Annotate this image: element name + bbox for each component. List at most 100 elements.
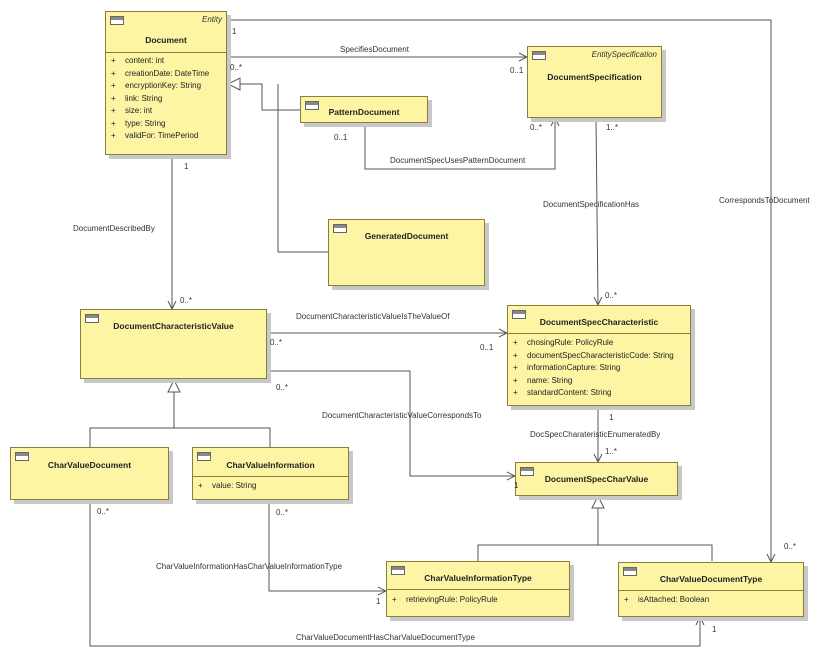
- class-pattern-document[interactable]: PatternDocument: [300, 96, 428, 123]
- class-char-value-information-type[interactable]: CharValueInformationType +retrievingRule…: [386, 561, 570, 617]
- divider: [193, 476, 348, 477]
- attribute: +size: int: [111, 106, 153, 115]
- mult-described-by-document: 1: [184, 162, 189, 171]
- edge-corresponds-to-document: [228, 20, 771, 562]
- class-generated-document[interactable]: GeneratedDocument: [328, 219, 485, 286]
- class-icon: [512, 310, 526, 319]
- class-icon: [391, 566, 405, 575]
- stereotype: EntitySpecification: [591, 50, 657, 59]
- class-name: CharValueInformation: [226, 460, 315, 470]
- attribute-list: +content: int +creationDate: DateTime +e…: [111, 55, 224, 143]
- edge-document-spec-uses-pattern-document: [364, 118, 555, 170]
- attribute-list: +chosingRule: PolicyRule +documentSpecCh…: [513, 337, 688, 400]
- class-name: PatternDocument: [328, 107, 400, 117]
- class-char-value-document-type[interactable]: CharValueDocumentType +isAttached: Boole…: [618, 562, 804, 617]
- class-name: DocumentSpecification: [547, 72, 642, 82]
- attribute: +type: String: [111, 118, 166, 128]
- divider: [619, 590, 803, 591]
- mult-doc-has-doc-type-type: 1: [712, 625, 717, 634]
- class-document-characteristic-value[interactable]: DocumentCharacteristicValue: [80, 309, 267, 379]
- attribute: +content: int: [111, 56, 165, 65]
- generalization-generated-document: [277, 84, 328, 253]
- attribute: +standardContent: String: [513, 388, 612, 397]
- class-name: CharValueDocumentType: [659, 574, 763, 584]
- label-document-specification-has: DocumentSpecificationHas: [543, 200, 640, 209]
- mult-described-by-value: 0..*: [180, 296, 193, 305]
- mult-specifies-document-document: 0..*: [230, 63, 243, 72]
- class-icon: [197, 452, 211, 461]
- stereotype: Entity: [201, 15, 222, 24]
- generalization-spec-char-value-tree: [477, 496, 713, 561]
- class-name: CharValueDocument: [47, 460, 132, 470]
- mult-corresponds-doc-type: 0..*: [784, 542, 797, 551]
- divider: [508, 333, 690, 334]
- divider: [387, 589, 569, 590]
- class-name: DocumentSpecCharacteristic: [539, 317, 659, 327]
- class-icon: [623, 567, 637, 576]
- mult-uses-pattern-spec: 0..*: [530, 123, 543, 132]
- class-name: DocumentCharacteristicValue: [113, 321, 234, 331]
- mult-corresponds-document: 1: [232, 27, 237, 36]
- mult-specification-has-characteristic: 0..*: [605, 291, 618, 300]
- label-document-described-by: DocumentDescribedBy: [73, 224, 155, 233]
- attribute-list: +value: String: [198, 480, 346, 493]
- class-char-value-information[interactable]: CharValueInformation +value: String: [192, 447, 349, 500]
- mult-uses-pattern-pattern: 0..1: [334, 133, 348, 142]
- mult-corresponds-to-char-value: 1: [514, 481, 519, 490]
- class-name: GeneratedDocument: [364, 231, 449, 241]
- mult-specifies-document-spec: 0..1: [510, 66, 524, 75]
- class-icon: [520, 467, 534, 476]
- attribute: +documentSpecCharacteristicCode: String: [513, 350, 674, 360]
- class-icon: [110, 16, 124, 25]
- label-value-corresponds-to: DocumentCharacteristicValueCorrespondsTo: [322, 411, 482, 420]
- attribute: +isAttached: Boolean: [624, 595, 710, 604]
- generalization-pattern-document: [228, 84, 300, 111]
- generalization-char-value-tree: [89, 380, 271, 447]
- class-name: DocumentSpecCharValue: [544, 474, 649, 484]
- label-corresponds-to-document: CorrespondsToDocument: [719, 196, 810, 205]
- class-icon: [85, 314, 99, 323]
- label-specifies-document: SpecifiesDocument: [340, 45, 409, 54]
- class-name: CharValueInformationType: [424, 573, 532, 583]
- mult-is-the-value-of-value: 0..*: [270, 338, 283, 347]
- attribute: +validFor: TimePeriod: [111, 131, 199, 140]
- attribute: +creationDate: DateTime: [111, 68, 210, 78]
- attribute: +value: String: [198, 481, 257, 490]
- attribute: +chosingRule: PolicyRule: [513, 338, 614, 347]
- mult-specification-has-spec: 1..*: [606, 123, 619, 132]
- mult-enumerated-by-char-value: 1..*: [605, 447, 618, 456]
- class-document-spec-char-value[interactable]: DocumentSpecCharValue: [515, 462, 678, 496]
- edge-document-specification-has: [596, 118, 598, 305]
- class-char-value-document[interactable]: CharValueDocument: [10, 447, 169, 500]
- attribute: +link: String: [111, 93, 163, 103]
- mult-enumerated-by-characteristic: 1: [609, 413, 614, 422]
- attribute: +encryptionKey: String: [111, 81, 202, 90]
- attribute-list: +isAttached: Boolean: [624, 594, 801, 607]
- mult-doc-has-doc-type-doc: 0..*: [97, 507, 110, 516]
- class-icon: [15, 452, 29, 461]
- edge-value-corresponds-to: [267, 371, 515, 476]
- class-document-specification[interactable]: EntitySpecification DocumentSpecificatio…: [527, 46, 662, 118]
- class-document[interactable]: Entity Document +content: int +creationD…: [105, 11, 227, 155]
- edge-doc-has-doc-type: [90, 500, 700, 647]
- label-doc-has-doc-type: CharValueDocumentHasCharValueDocumentTyp…: [296, 633, 475, 642]
- divider: [106, 52, 226, 53]
- label-enumerated-by: DocSpecCharateristicEnumeratedBy: [530, 430, 661, 439]
- attribute: +name: String: [513, 375, 573, 385]
- label-value-is-the-value-of: DocumentCharacteristicValueIsTheValueOf: [296, 312, 450, 321]
- label-document-spec-uses-pattern-document: DocumentSpecUsesPatternDocument: [390, 156, 526, 165]
- class-name: Document: [145, 35, 187, 45]
- class-document-spec-characteristic[interactable]: DocumentSpecCharacteristic +chosingRule:…: [507, 305, 691, 406]
- attribute-list: +retrievingRule: PolicyRule: [392, 594, 567, 607]
- attribute: +informationCapture: String: [513, 363, 621, 372]
- class-icon: [333, 224, 347, 233]
- label-info-has-info-type: CharValueInformationHasCharValueInformat…: [156, 562, 343, 571]
- mult-info-has-info-type-type: 1: [376, 597, 381, 606]
- class-icon: [532, 51, 546, 60]
- attribute: +retrievingRule: PolicyRule: [392, 595, 498, 604]
- mult-is-the-value-of-characteristic: 0..1: [480, 343, 494, 352]
- class-icon: [305, 101, 319, 110]
- mult-corresponds-to-value: 0..*: [276, 383, 289, 392]
- mult-info-has-info-type-info: 0..*: [276, 508, 289, 517]
